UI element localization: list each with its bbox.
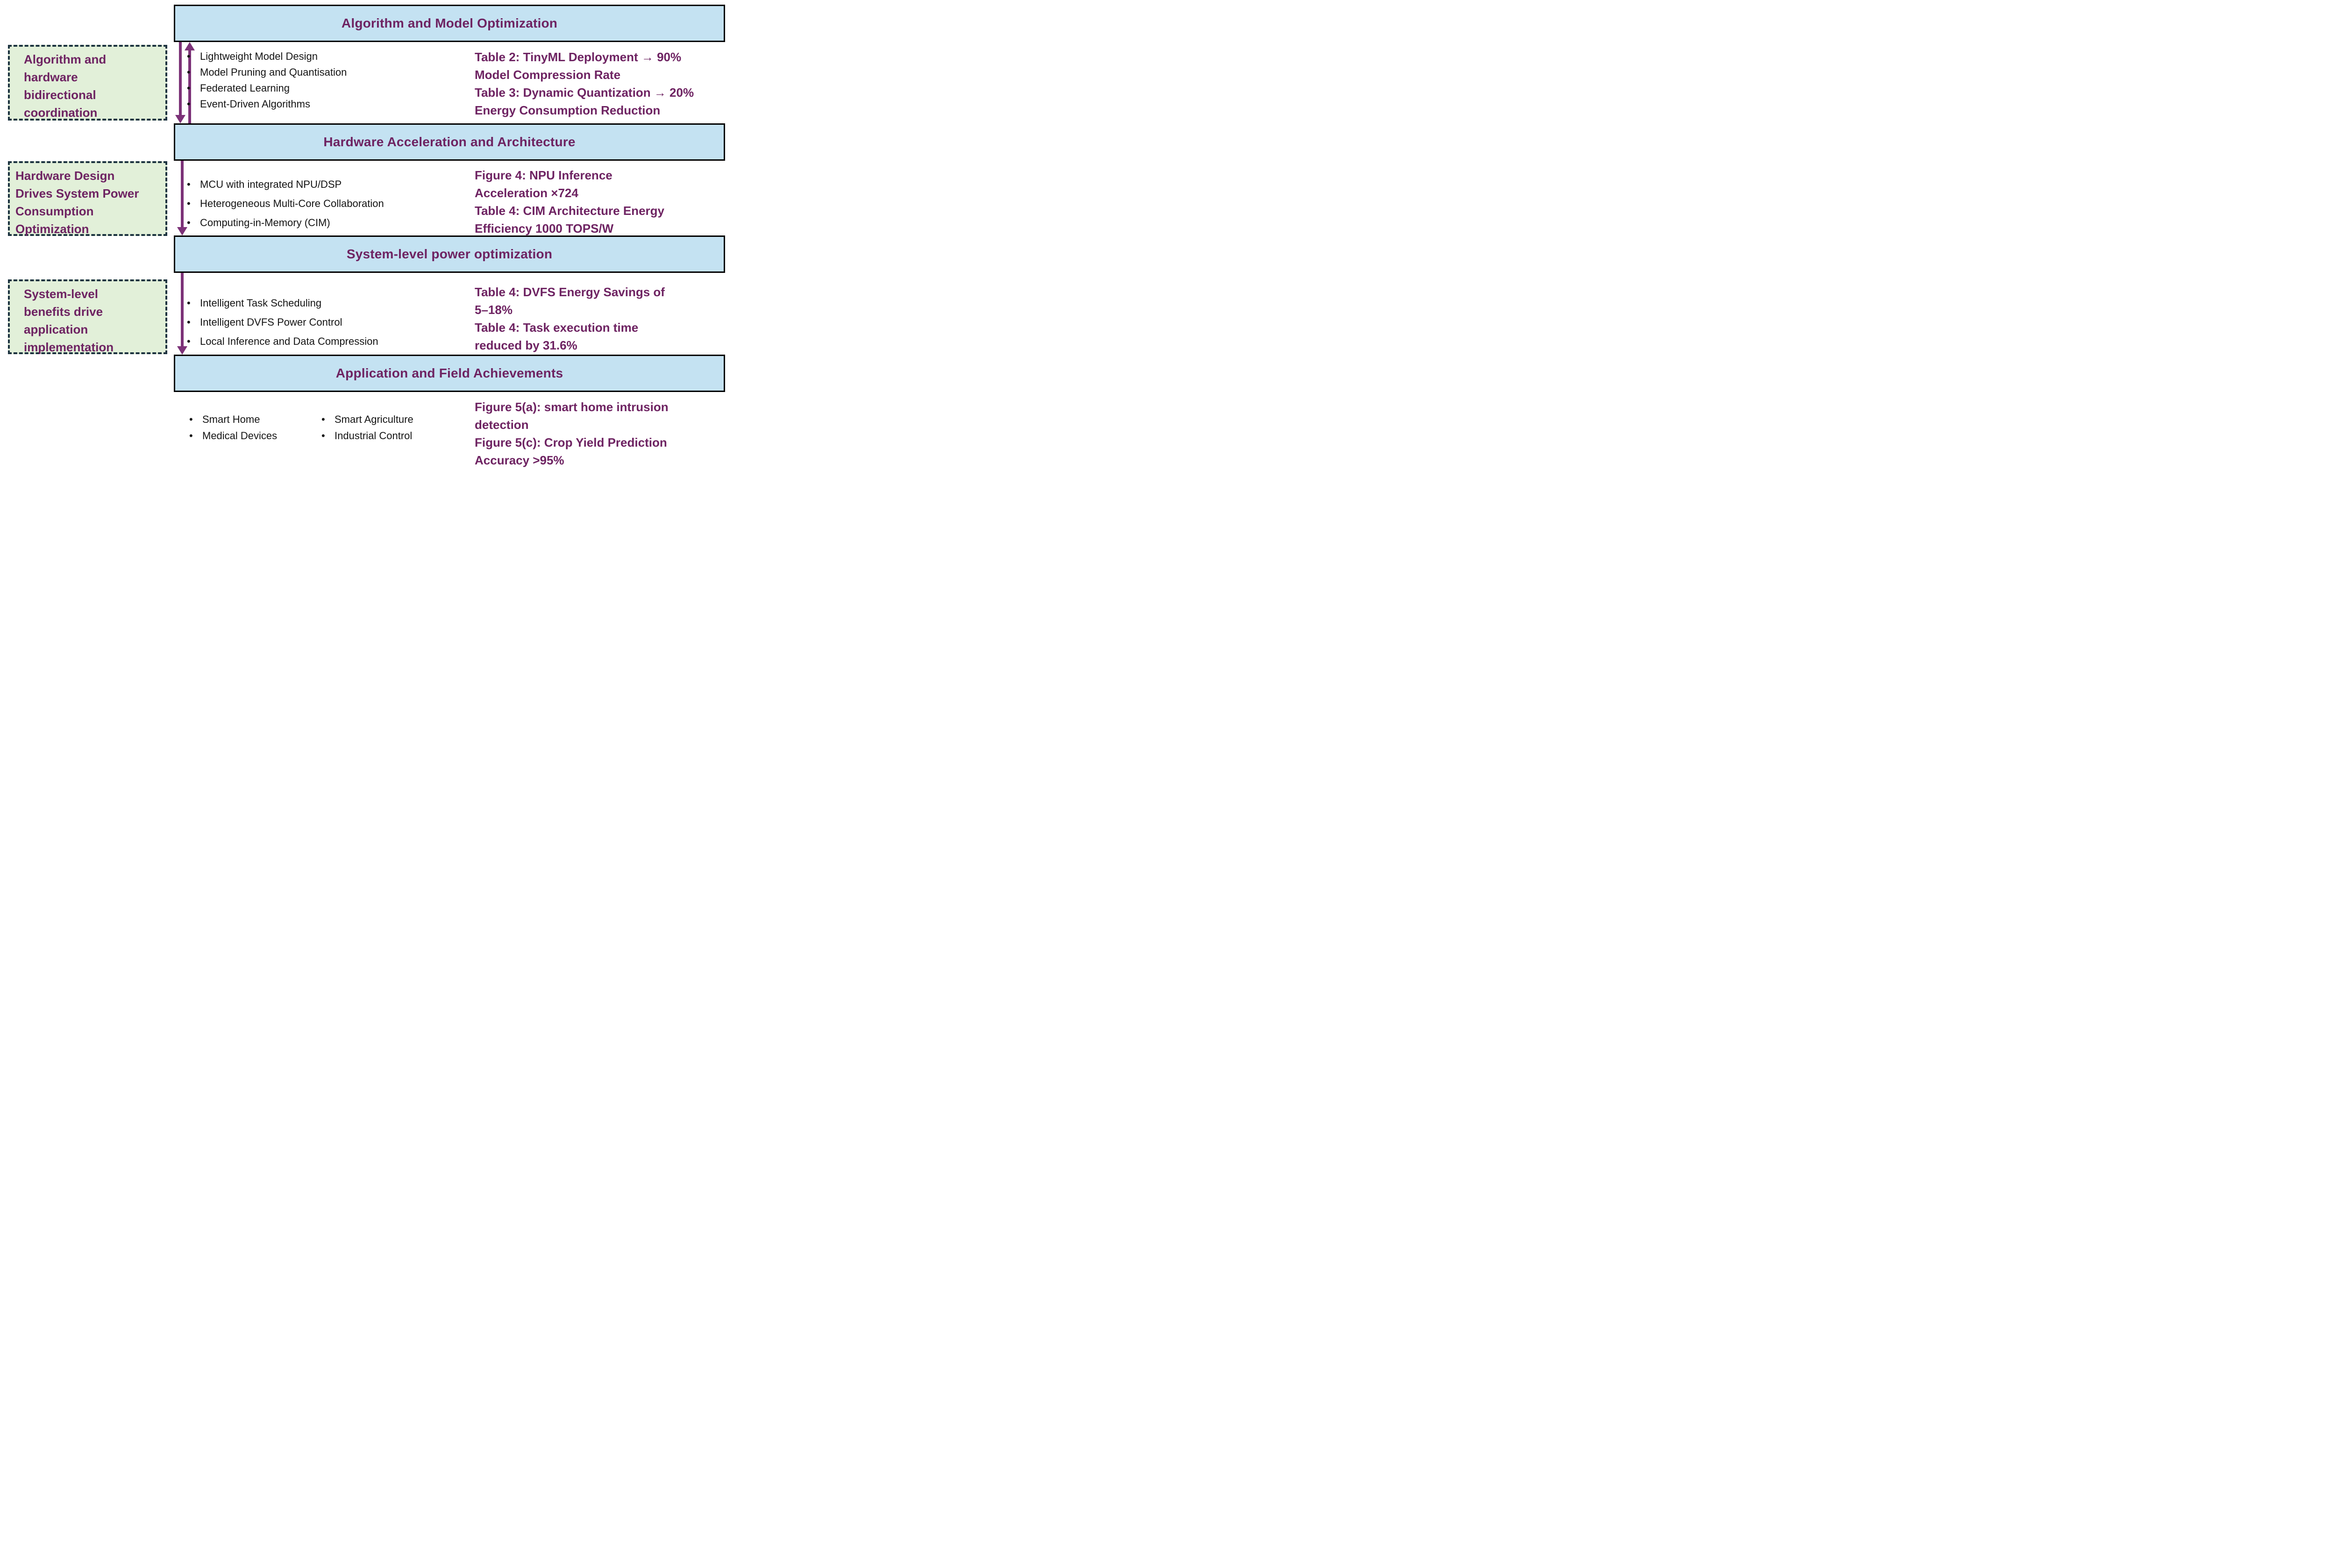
list-item: •Industrial Control <box>321 428 413 444</box>
down-arrow-icon <box>175 42 185 123</box>
side-note-line: implementation <box>24 340 114 354</box>
up-arrow-icon <box>185 42 195 123</box>
side-note-line: coordination <box>24 106 98 120</box>
highlight-line: Table 4: CIM Architecture Energy <box>475 204 664 218</box>
down-arrow-icon <box>177 161 187 235</box>
bullet-list-algorithm: •Lightweight Model Design •Model Pruning… <box>187 49 347 112</box>
list-item: •Smart Agriculture <box>321 411 413 428</box>
banner-title: Algorithm and Model Optimization <box>341 16 558 30</box>
diagram-canvas: Algorithm and Model Optimization Hardwar… <box>0 0 727 470</box>
list-item: •MCU with integrated NPU/DSP <box>187 175 384 194</box>
side-note-line: Optimization <box>15 222 89 236</box>
highlight-line: reduced by 31.6% <box>475 338 577 352</box>
list-item: •Lightweight Model Design <box>187 49 347 64</box>
side-note-algorithm-hardware-coordination: Algorithm and hardware bidirectional coo… <box>8 45 167 121</box>
bullet-list-applications-col1: •Smart Home •Medical Devices <box>189 411 277 444</box>
side-note-line: System-level <box>24 287 98 301</box>
side-note-line: application <box>24 322 88 336</box>
bullet-list-applications-col2: •Smart Agriculture •Industrial Control <box>321 411 413 444</box>
banner-system-level-power-optimization: System-level power optimization <box>174 235 725 273</box>
bullet-list-hardware: •MCU with integrated NPU/DSP •Heterogene… <box>187 175 384 232</box>
list-item: •Medical Devices <box>189 428 277 444</box>
list-item: •Intelligent DVFS Power Control <box>187 313 378 332</box>
highlight-line: Model Compression Rate <box>475 68 621 82</box>
bullet-glyph: • <box>187 98 191 110</box>
bullet-glyph: • <box>321 413 325 425</box>
bullet-glyph: • <box>321 430 325 442</box>
list-item: •Local Inference and Data Compression <box>187 332 378 351</box>
side-note-hardware-design-power: Hardware Design Drives System Power Cons… <box>8 161 167 236</box>
list-item: •Event-Driven Algorithms <box>187 96 347 112</box>
list-item: •Heterogeneous Multi-Core Collaboration <box>187 194 384 213</box>
side-note-line: Drives System Power <box>15 186 139 200</box>
list-item: •Model Pruning and Quantisation <box>187 64 347 80</box>
highlight-line: detection <box>475 418 529 432</box>
bullet-glyph: • <box>189 430 193 442</box>
highlight-line: Acceleration ×724 <box>475 186 578 200</box>
bullet-glyph: • <box>187 82 191 94</box>
bullet-list-system-level: •Intelligent Task Scheduling •Intelligen… <box>187 293 378 351</box>
highlight-line: 5–18% <box>475 303 513 317</box>
highlight-algorithm-results: Table 2: TinyML Deployment → 90% Model C… <box>475 48 694 119</box>
side-note-line: Consumption <box>15 204 94 218</box>
banner-hardware-acceleration-architecture: Hardware Acceleration and Architecture <box>174 123 725 161</box>
bullet-glyph: • <box>187 217 191 228</box>
side-note-system-level-benefits: System-level benefits drive application … <box>8 279 167 354</box>
highlight-line: Efficiency 1000 TOPS/W <box>475 221 614 235</box>
side-note-line: Algorithm and <box>24 52 107 66</box>
down-arrow-icon <box>177 273 187 355</box>
highlight-application-results: Figure 5(a): smart home intrusion detect… <box>475 398 669 469</box>
bullet-glyph: • <box>187 198 191 209</box>
bullet-glyph: • <box>189 413 193 425</box>
banner-title: System-level power optimization <box>346 247 553 261</box>
bullet-glyph: • <box>187 178 191 190</box>
highlight-system-level-results: Table 4: DVFS Energy Savings of 5–18% Ta… <box>475 283 665 354</box>
bullet-glyph: • <box>187 50 191 62</box>
banner-title: Hardware Acceleration and Architecture <box>323 135 576 149</box>
highlight-line: Table 2: TinyML Deployment → 90% <box>475 50 682 64</box>
highlight-line: Table 4: Task execution time <box>475 321 639 335</box>
highlight-line: Table 3: Dynamic Quantization → 20% <box>475 86 694 100</box>
list-item: •Federated Learning <box>187 80 347 96</box>
highlight-hardware-results: Figure 4: NPU Inference Acceleration ×72… <box>475 166 664 237</box>
side-note-line: Hardware Design <box>15 169 115 183</box>
highlight-line: Figure 5(c): Crop Yield Prediction <box>475 435 667 449</box>
side-note-line: hardware <box>24 70 78 84</box>
highlight-line: Figure 5(a): smart home intrusion <box>475 400 669 414</box>
list-item: •Computing-in-Memory (CIM) <box>187 213 384 232</box>
bullet-glyph: • <box>187 66 191 78</box>
highlight-line: Accuracy >95% <box>475 453 564 467</box>
bullet-glyph: • <box>187 316 191 328</box>
banner-title: Application and Field Achievements <box>335 366 563 380</box>
side-note-line: benefits drive <box>24 305 103 319</box>
bullet-glyph: • <box>187 297 191 309</box>
highlight-line: Energy Consumption Reduction <box>475 103 661 117</box>
highlight-line: Table 4: DVFS Energy Savings of <box>475 285 665 299</box>
highlight-line: Figure 4: NPU Inference <box>475 168 612 182</box>
side-note-line: bidirectional <box>24 88 96 102</box>
bullet-glyph: • <box>187 335 191 347</box>
banner-algorithm-model-optimization: Algorithm and Model Optimization <box>174 5 725 42</box>
banner-application-field-achievements: Application and Field Achievements <box>174 355 725 392</box>
list-item: •Smart Home <box>189 411 277 428</box>
list-item: •Intelligent Task Scheduling <box>187 293 378 313</box>
